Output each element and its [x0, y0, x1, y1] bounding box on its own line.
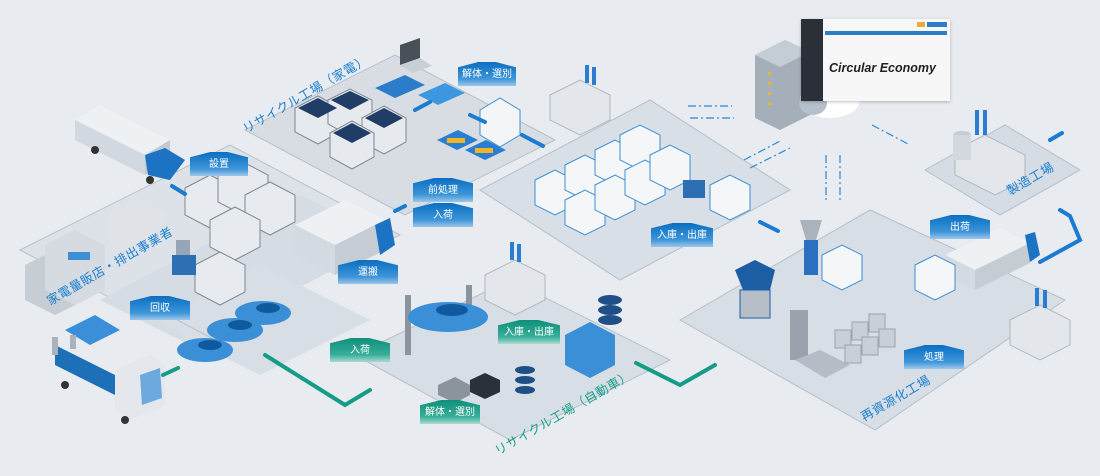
- screen-sidebar: [801, 19, 823, 101]
- auto-forklift: [565, 322, 615, 378]
- manufacturing-factory: [953, 110, 1026, 196]
- cars-windows: [198, 303, 280, 350]
- tag-collect: 回収: [130, 296, 190, 320]
- battery: [470, 373, 500, 399]
- appliance-crates-fill: [298, 91, 403, 143]
- truck-transport: [295, 200, 395, 275]
- flow-arrows-blue: [170, 100, 1083, 264]
- tag-arrival-appliance: 入荷: [413, 203, 473, 227]
- car-on-lift: [405, 285, 488, 355]
- screen-title: Circular Economy: [829, 61, 936, 75]
- tag-dismantle-appliance: 解体・選別: [458, 62, 516, 86]
- tag-storage-warehouse: 入庫・出庫: [651, 223, 713, 247]
- circuit-boards: [375, 75, 465, 105]
- data-arrows: [688, 105, 911, 200]
- factory-small-2: [484, 242, 546, 316]
- pelletizer: [800, 220, 822, 275]
- engine-block: [438, 377, 470, 403]
- flow-arrows-green: [161, 353, 717, 408]
- tag-transport: 運搬: [338, 260, 398, 284]
- tag-storage-auto: 入庫・出庫: [498, 320, 560, 344]
- factory-small-1: [549, 65, 611, 136]
- laptop: [400, 38, 432, 73]
- factory-small-3: [1009, 288, 1071, 361]
- tag-ship: 出荷: [930, 215, 990, 239]
- tag-dismantle-auto: 解体・選別: [420, 400, 480, 424]
- tire-stacks: [515, 295, 622, 394]
- tag-arrival-auto: 入荷: [330, 338, 390, 362]
- resource-bulk-bags: [821, 244, 956, 301]
- tag-preprocess: 前処理: [413, 178, 473, 202]
- warehouse-forklift: [683, 180, 705, 198]
- bales: [834, 313, 896, 364]
- screen-primary-button: [927, 22, 947, 27]
- system-screen: Circular Economy: [801, 19, 950, 101]
- shredder: [735, 260, 775, 319]
- ibc-containers: [184, 161, 296, 306]
- tag-install: 設置: [190, 152, 248, 176]
- shop-building: [25, 200, 165, 315]
- server-rack: [755, 40, 810, 130]
- tow-truck: [52, 315, 165, 424]
- tag-process: 処理: [904, 345, 964, 369]
- screen-action-button: [917, 22, 925, 27]
- compactor: [790, 310, 850, 378]
- screen-navbar: [825, 31, 947, 35]
- truck-top-left: [75, 105, 185, 184]
- warehouse-bulk-bags: [534, 124, 751, 236]
- forklift-retailer: [172, 240, 196, 275]
